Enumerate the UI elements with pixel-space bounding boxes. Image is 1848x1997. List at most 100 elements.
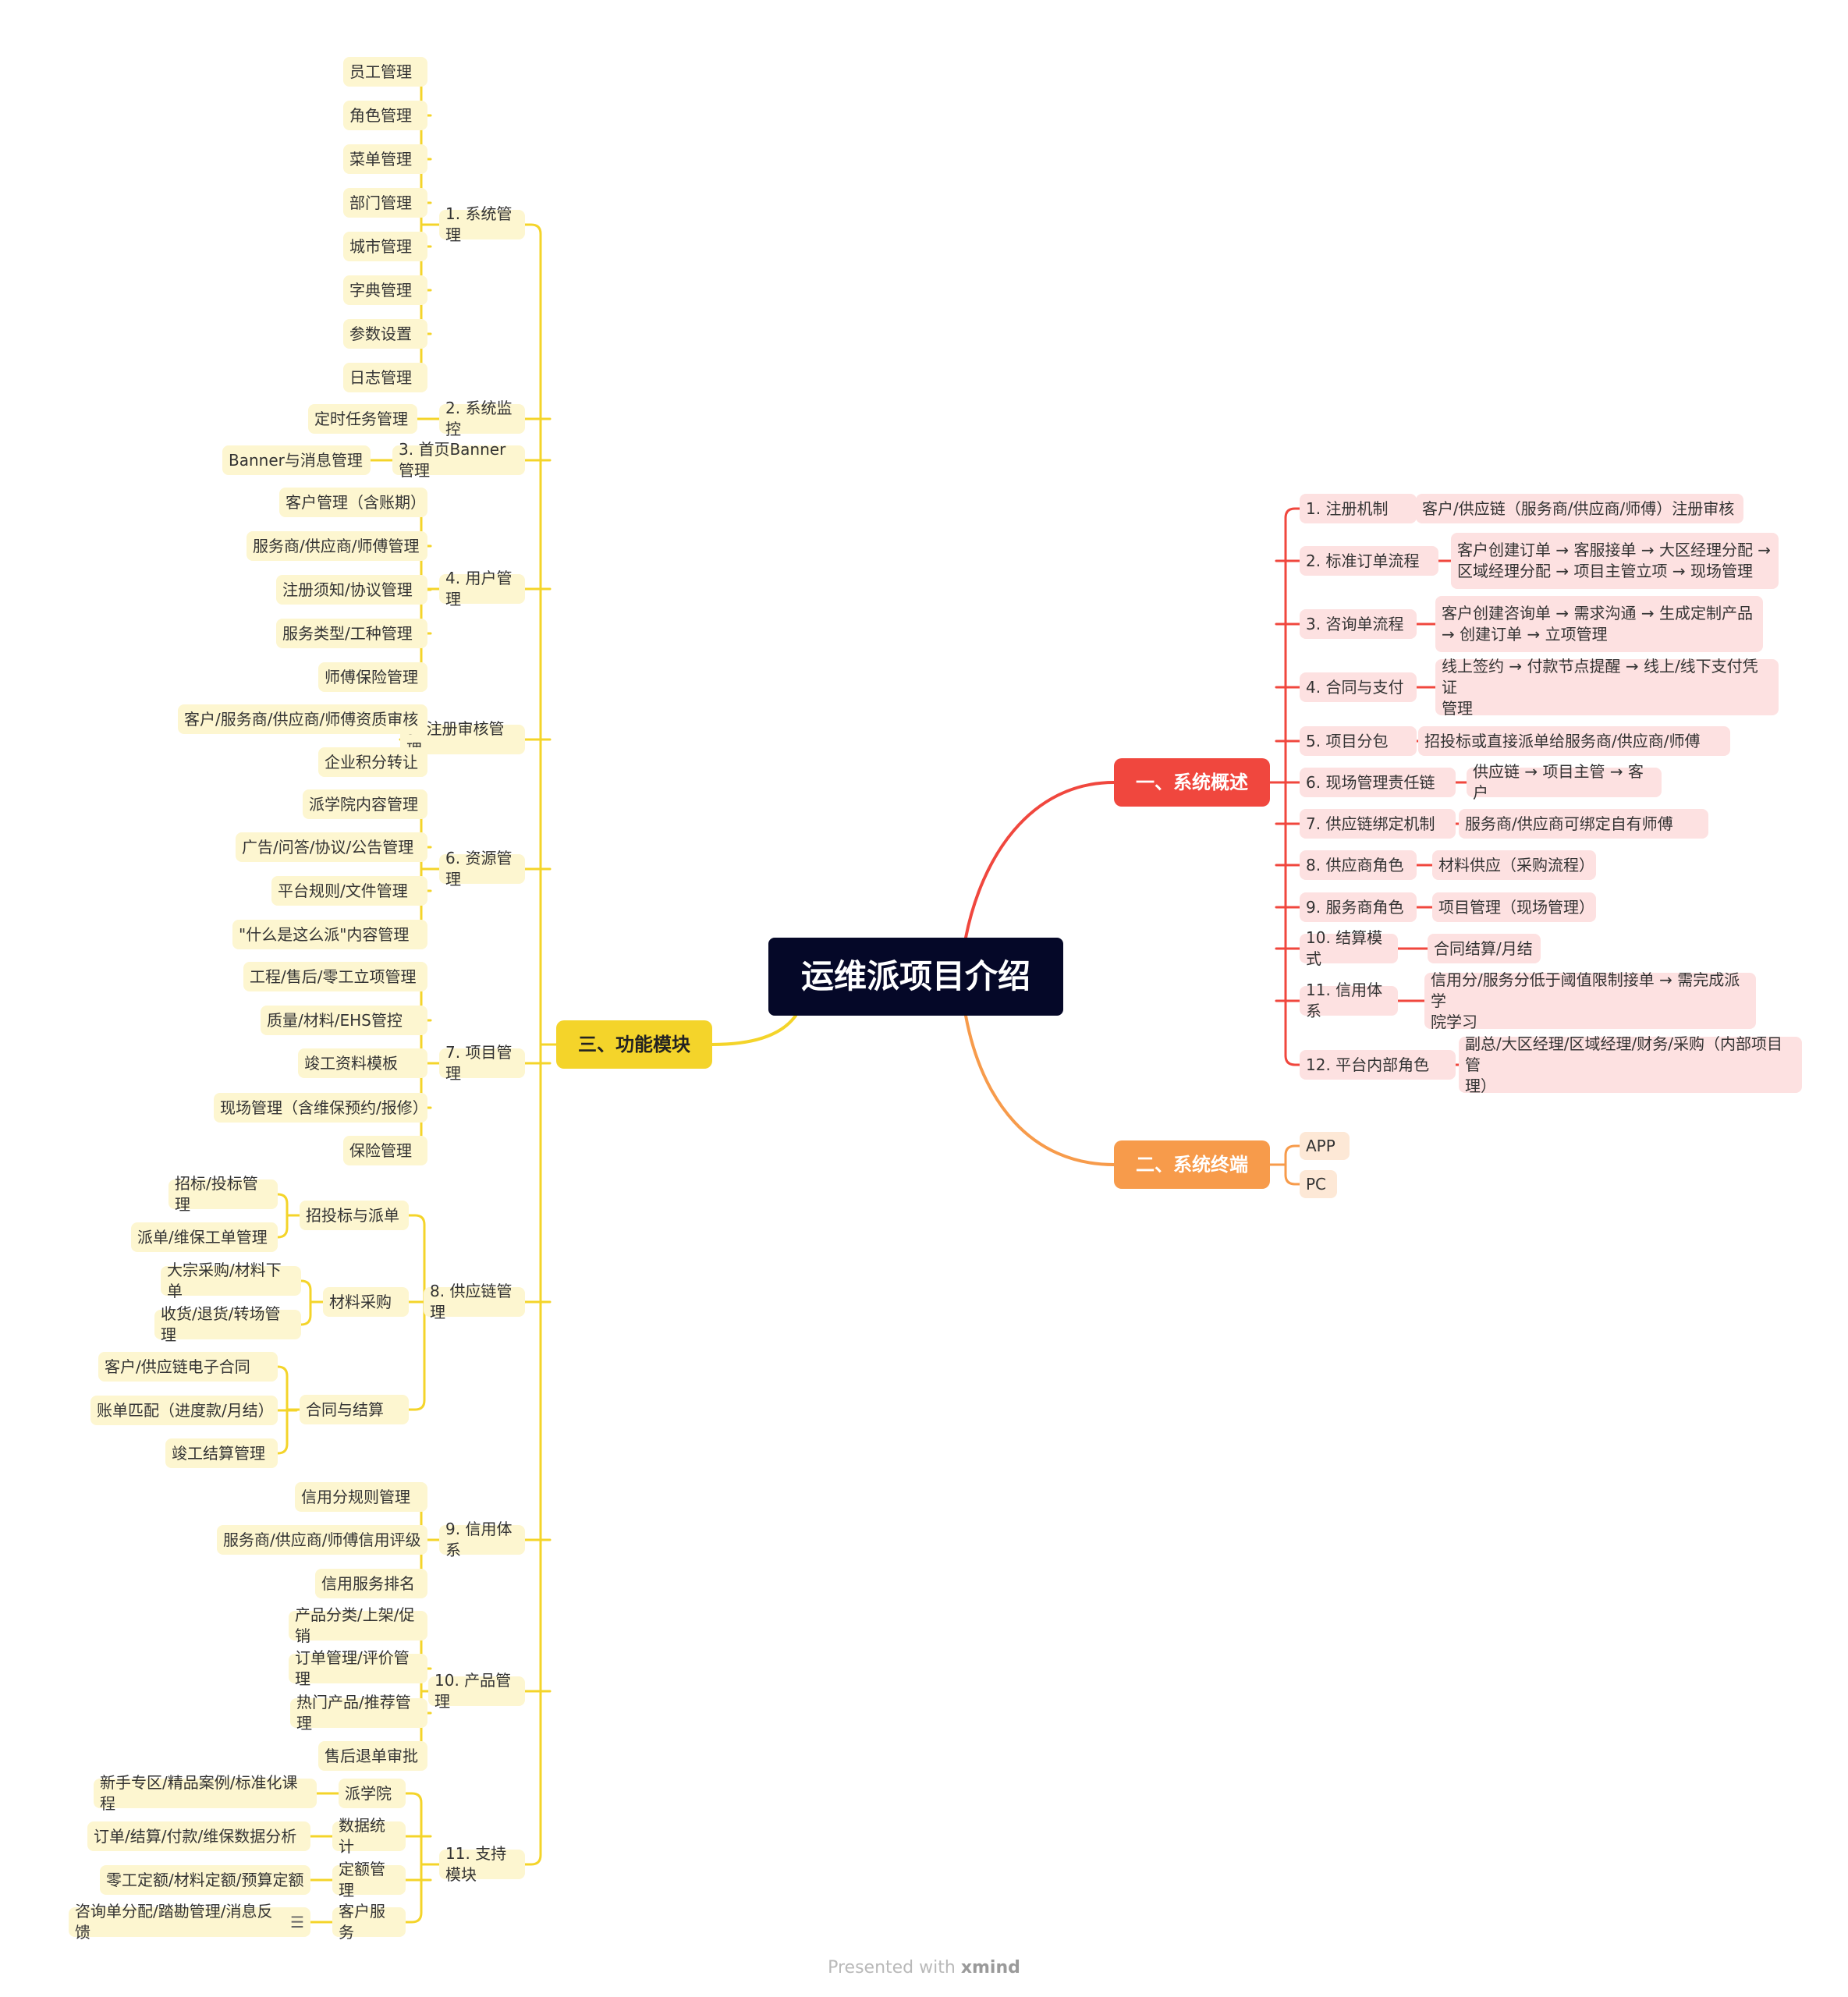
module-group-11-sub-1[interactable]: 派学院 xyxy=(339,1779,406,1808)
module-group-1-item-6[interactable]: 字典管理 xyxy=(343,275,427,305)
overview-item-7-detail[interactable]: 服务商/供应商可绑定自有师傅 xyxy=(1459,809,1708,839)
module-group-2-label: 2. 系统监控 xyxy=(445,399,513,438)
module-group-8-sub-3-item-1[interactable]: 客户/供应链电子合同 xyxy=(98,1352,278,1382)
overview-item-5-detail[interactable]: 招投标或直接派单给服务商/供应商/师傅 xyxy=(1418,726,1730,756)
module-group-6-item-3[interactable]: 平台规则/文件管理 xyxy=(271,876,427,906)
module-group-10-item-4[interactable]: 售后退单审批 xyxy=(318,1741,427,1771)
topic-function-modules[interactable]: 三、功能模块 xyxy=(556,1020,712,1069)
module-group-4-item-1[interactable]: 客户管理（含账期） xyxy=(279,488,427,517)
module-group-11-sub-3-item-1[interactable]: 零工定额/材料定额/预算定额 xyxy=(100,1865,310,1895)
module-group-9-item-1[interactable]: 信用分规则管理 xyxy=(295,1482,427,1512)
overview-item-9[interactable]: 9. 服务商角色 xyxy=(1300,892,1417,922)
module-group-11[interactable]: 11. 支持模块 xyxy=(439,1844,525,1884)
overview-item-10-detail[interactable]: 合同结算/月结 xyxy=(1428,934,1541,963)
overview-item-2[interactable]: 2. 标准订单流程 xyxy=(1300,546,1438,576)
overview-item-4[interactable]: 4. 合同与支付 xyxy=(1300,672,1417,702)
overview-item-11[interactable]: 11. 信用体系 xyxy=(1300,981,1398,1020)
overview-item-1-detail[interactable]: 客户/供应链（服务商/供应商/师傅）注册审核 xyxy=(1416,494,1743,523)
module-group-1-item-7[interactable]: 参数设置 xyxy=(343,319,427,349)
terminals-bracket-branch-0 xyxy=(1284,1144,1301,1166)
module-group-3-item-1[interactable]: Banner与消息管理 xyxy=(222,445,371,475)
module-group-4-item-3[interactable]: 注册须知/协议管理 xyxy=(276,575,427,605)
module-group-8-sub-2-item-1[interactable]: 大宗采购/材料下单 xyxy=(161,1261,301,1300)
module-group-1-item-4[interactable]: 部门管理 xyxy=(343,188,427,218)
module-group-11-sub-2-item-1[interactable]: 订单/结算/付款/维保数据分析 xyxy=(87,1821,310,1851)
module-group-5-item-2[interactable]: 企业积分转让 xyxy=(318,747,427,777)
overview-item-11-detail[interactable]: 信用分/服务分低于阈值限制接单 → 需完成派学 院学习 xyxy=(1424,970,1756,1031)
module-group-8-sub-2-item-2[interactable]: 收货/退货/转场管理 xyxy=(154,1304,301,1344)
module-group-1-item-5[interactable]: 城市管理 xyxy=(343,232,427,261)
overview-item-12[interactable]: 12. 平台内部角色 xyxy=(1300,1050,1456,1080)
module-group-8-sub-1[interactable]: 招投标与派单 xyxy=(300,1201,409,1230)
overview-item-5[interactable]: 5. 项目分包 xyxy=(1300,726,1417,756)
terminal-app[interactable]: APP xyxy=(1300,1132,1350,1160)
topic-system-terminals[interactable]: 二、系统终端 xyxy=(1114,1140,1270,1189)
module-group-8-sub-1-item-1[interactable]: 招标/投标管理 xyxy=(168,1174,278,1214)
overview-item-9-detail[interactable]: 项目管理（现场管理） xyxy=(1432,892,1596,922)
module-group-9-item-3[interactable]: 信用服务排名 xyxy=(315,1569,427,1598)
overview-item-3-detail[interactable]: 客户创建咨询单 → 需求沟通 → 生成定制产品 → 创建订单 → 立项管理 xyxy=(1435,596,1763,652)
module-group-1-item-2[interactable]: 角色管理 xyxy=(343,101,427,130)
overview-item-3[interactable]: 3. 咨询单流程 xyxy=(1300,609,1417,639)
module-group-5-label: 5. 注册审核管理 xyxy=(406,719,505,759)
overview-item-12-detail[interactable]: 副总/大区经理/区域经理/财务/采购（内部项目管 理） xyxy=(1459,1034,1802,1095)
module-group-7-item-2[interactable]: 质量/材料/EHS管控 xyxy=(261,1006,427,1035)
module-group-9[interactable]: 9. 信用体系 xyxy=(439,1520,525,1559)
module-group-8-sub-2[interactable]: 材料采购 xyxy=(323,1287,409,1317)
module-group-2[interactable]: 2. 系统监控 xyxy=(439,399,525,438)
module-group-4[interactable]: 4. 用户管理 xyxy=(439,569,525,608)
module-group-8-sub-3-item-2[interactable]: 账单匹配（进度款/月结） xyxy=(90,1396,278,1425)
module-group-6-item-4[interactable]: "什么是这么派"内容管理 xyxy=(232,920,427,949)
module-group-4-item-4[interactable]: 服务类型/工种管理 xyxy=(276,619,427,648)
module-group-6-item-2[interactable]: 广告/问答/协议/公告管理 xyxy=(236,832,427,862)
module-group-7-item-4[interactable]: 现场管理（含维保预约/报修） xyxy=(214,1093,428,1123)
overview-item-6[interactable]: 6. 现场管理责任链 xyxy=(1300,768,1456,797)
overview-item-7[interactable]: 7. 供应链绑定机制 xyxy=(1300,809,1456,839)
overview-item-1[interactable]: 1. 注册机制 xyxy=(1300,494,1417,523)
module-group-8-sub-3[interactable]: 合同与结算 xyxy=(300,1395,409,1424)
module-group-7-item-5-label: 保险管理 xyxy=(349,1140,412,1160)
overview-item-4-detail[interactable]: 线上签约 → 付款节点提醒 → 线上/线下支付凭证 管理 xyxy=(1435,657,1779,718)
notes-icon[interactable]: ☰ xyxy=(290,1912,304,1931)
module-group-1[interactable]: 1. 系统管理 xyxy=(439,204,525,244)
module-group-7-item-3[interactable]: 竣工资料模板 xyxy=(298,1048,427,1078)
module-group-11-sub-1-item-1[interactable]: 新手专区/精品案例/标准化课程 xyxy=(94,1773,317,1813)
module-group-8-sub-1-item-2[interactable]: 派单/维保工单管理 xyxy=(131,1222,278,1252)
module-group-1-item-8[interactable]: 日志管理 xyxy=(343,363,427,392)
module-group-11-sub-3-item-1-label: 零工定额/材料定额/预算定额 xyxy=(106,1870,304,1889)
module-group-6-item-1[interactable]: 派学院内容管理 xyxy=(303,789,427,819)
module-group-4-item-2[interactable]: 服务商/供应商/师傅管理 xyxy=(247,531,427,561)
module-group-11-sub-4[interactable]: 客户服务 xyxy=(332,1902,406,1942)
overview-item-8-detail[interactable]: 材料供应（采购流程） xyxy=(1432,850,1596,880)
module-group-10-item-1[interactable]: 产品分类/上架/促销 xyxy=(289,1605,427,1645)
overview-item-5-label: 5. 项目分包 xyxy=(1306,731,1389,750)
module-group-1-item-1[interactable]: 员工管理 xyxy=(343,57,427,87)
module-group-7[interactable]: 7. 项目管理 xyxy=(439,1043,525,1083)
module-group-5-item-1[interactable]: 客户/服务商/供应商/师傅资质审核 xyxy=(178,704,427,734)
module-group-11-sub-3[interactable]: 定额管理 xyxy=(332,1860,406,1899)
module-group-1-item-3[interactable]: 菜单管理 xyxy=(343,144,427,174)
module-group-7-item-5[interactable]: 保险管理 xyxy=(343,1136,427,1165)
module-group-10-item-3[interactable]: 热门产品/推荐管理 xyxy=(290,1693,427,1733)
module-group-4-item-5[interactable]: 师傅保险管理 xyxy=(318,662,427,692)
overview-item-6-detail[interactable]: 供应链 → 项目主管 → 客户 xyxy=(1467,762,1662,802)
root-topic[interactable]: 运维派项目介绍 xyxy=(768,938,1063,1016)
module-group-11-sub-4-item-1[interactable]: 咨询单分配/踏勘管理/消息反馈☰ xyxy=(69,1902,310,1942)
overview-item-8[interactable]: 8. 供应商角色 xyxy=(1300,850,1417,880)
module-group-6[interactable]: 6. 资源管理 xyxy=(439,849,525,889)
module-group-10-item-2[interactable]: 订单管理/评价管理 xyxy=(289,1648,427,1688)
overview-item-2-detail[interactable]: 客户创建订单 → 客服接单 → 大区经理分配 → 区域经理分配 → 项目主管立项… xyxy=(1451,533,1779,589)
module-group-2-item-1[interactable]: 定时任务管理 xyxy=(308,404,417,434)
topic-system-overview[interactable]: 一、系统概述 xyxy=(1114,758,1270,807)
module-group-11-sub-2[interactable]: 数据统计 xyxy=(332,1816,406,1856)
module-group-3[interactable]: 3. 首页Banner管理 xyxy=(392,440,525,480)
module-group-9-item-2[interactable]: 服务商/供应商/师傅信用评级 xyxy=(217,1525,427,1555)
topic-function-modules-label: 三、功能模块 xyxy=(578,1033,690,1055)
overview-item-10[interactable]: 10. 结算模式 xyxy=(1300,928,1398,968)
module-group-7-label: 7. 项目管理 xyxy=(445,1043,513,1083)
module-group-10[interactable]: 10. 产品管理 xyxy=(428,1671,525,1711)
module-group-8-sub-3-item-3[interactable]: 竣工结算管理 xyxy=(165,1438,278,1468)
terminal-pc[interactable]: PC xyxy=(1300,1170,1337,1198)
module-group-8[interactable]: 8. 供应链管理 xyxy=(424,1282,525,1321)
module-group-7-item-1[interactable]: 工程/售后/零工立项管理 xyxy=(243,962,427,991)
